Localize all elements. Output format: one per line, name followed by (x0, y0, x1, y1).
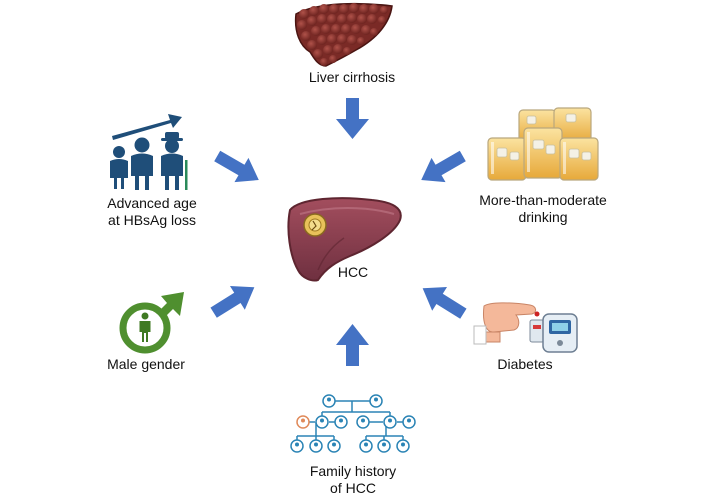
arrow-top-right (421, 150, 466, 183)
family-history-label: Family history of HCC (290, 463, 416, 497)
advanced-age-line1: Advanced age (107, 195, 197, 211)
arrow-bottom-right (422, 287, 467, 319)
family-history-line2: of HCC (330, 480, 376, 496)
family-history-line1: Family history (309, 463, 397, 479)
family-pedigree-icon (290, 394, 416, 453)
arrow-top-left (214, 150, 259, 183)
hcc-liver-icon (287, 197, 402, 282)
drinking-line1: More-than-moderate (479, 192, 607, 208)
drinking-label: More-than-moderate drinking (468, 192, 618, 226)
liver-cirrhosis-label: Liver cirrhosis (308, 69, 396, 85)
glucose-meter-icon (473, 302, 578, 353)
advanced-age-line2: at HBsAg loss (108, 212, 196, 228)
arrow-bottom-left (210, 286, 255, 318)
cirrhotic-liver-icon (294, 2, 393, 67)
diabetes-label: Diabetes (497, 356, 553, 372)
arrow-down (336, 98, 369, 139)
age-progression-people-icon (110, 114, 188, 190)
male-symbol-icon (119, 292, 184, 354)
whisky-glasses-icon (487, 107, 599, 181)
drinking-line2: drinking (518, 209, 568, 225)
arrows (210, 98, 467, 366)
arrow-up (336, 324, 369, 366)
male-gender-label: Male gender (107, 356, 185, 372)
advanced-age-label: Advanced age at HBsAg loss (92, 195, 212, 229)
hcc-label: HCC (337, 264, 369, 280)
